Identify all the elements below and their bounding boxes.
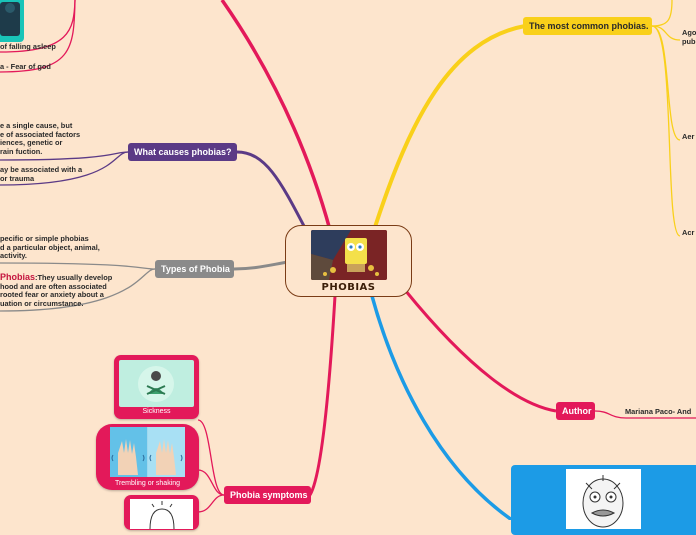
leaf-common-1: Ago pub (682, 28, 696, 46)
shaking-hands-icon (110, 427, 185, 477)
leaf-common-2: Aer (682, 132, 695, 141)
symptom-caption-trembling: Trembling or shaking (114, 480, 181, 487)
topic-causes[interactable]: What causes phobias? (128, 143, 237, 161)
central-image (311, 230, 387, 280)
figure-icon (0, 2, 20, 36)
link-types (233, 260, 289, 271)
topic-author[interactable]: Author (556, 402, 595, 420)
leaf-specific-phobias: pecific or simple phobias d a particular… (0, 234, 100, 261)
link-blue (370, 295, 513, 520)
topic-common-phobias[interactable]: The most common phobias. (523, 17, 652, 35)
leaf-trauma: ay be associated with a or trauma (0, 165, 83, 183)
symptom-card-sickness[interactable]: Sickness (114, 355, 199, 419)
nauseous-person-icon (138, 366, 174, 402)
third-symptom-image (130, 499, 193, 530)
link-symptoms (308, 295, 337, 496)
leaf-author-name: Mariana Paco- And (625, 407, 692, 416)
symptom-card-trembling[interactable]: Trembling or shaking (96, 424, 199, 490)
blue-topic-image (566, 469, 641, 529)
scared-face-icon (582, 475, 624, 528)
topic-symptoms[interactable]: Phobia symptoms (224, 486, 311, 504)
topic-types[interactable]: Types of Phobia (155, 260, 234, 278)
symptom-caption-sickness: Sickness (142, 408, 171, 415)
blue-topic-card[interactable] (511, 465, 696, 535)
sweating-head-icon (149, 501, 175, 530)
link-causes (236, 150, 307, 229)
leaf-complex-phobias: Phobias:They usually develop hood and ar… (0, 272, 113, 308)
trembling-image (110, 427, 185, 477)
spongebob-image-icon (311, 230, 387, 280)
symptom-card-third[interactable] (124, 495, 199, 530)
central-topic[interactable]: PHOBIAS (285, 225, 412, 297)
link-common (373, 24, 526, 228)
link-top-left (220, 0, 332, 231)
fear-image-card (0, 0, 24, 42)
link-author (403, 289, 557, 413)
central-title: PHOBIAS (321, 282, 376, 293)
complex-phobias-keyword: Phobias (0, 272, 36, 282)
leaf-single-cause: e a single cause, but e of associated fa… (0, 121, 81, 156)
leaf-fear-sleep: of falling asleep (0, 42, 56, 51)
leaf-common-3: Acr (682, 228, 695, 237)
sickness-image (119, 360, 194, 407)
leaf-fear-god: a - Fear of god (0, 62, 51, 71)
